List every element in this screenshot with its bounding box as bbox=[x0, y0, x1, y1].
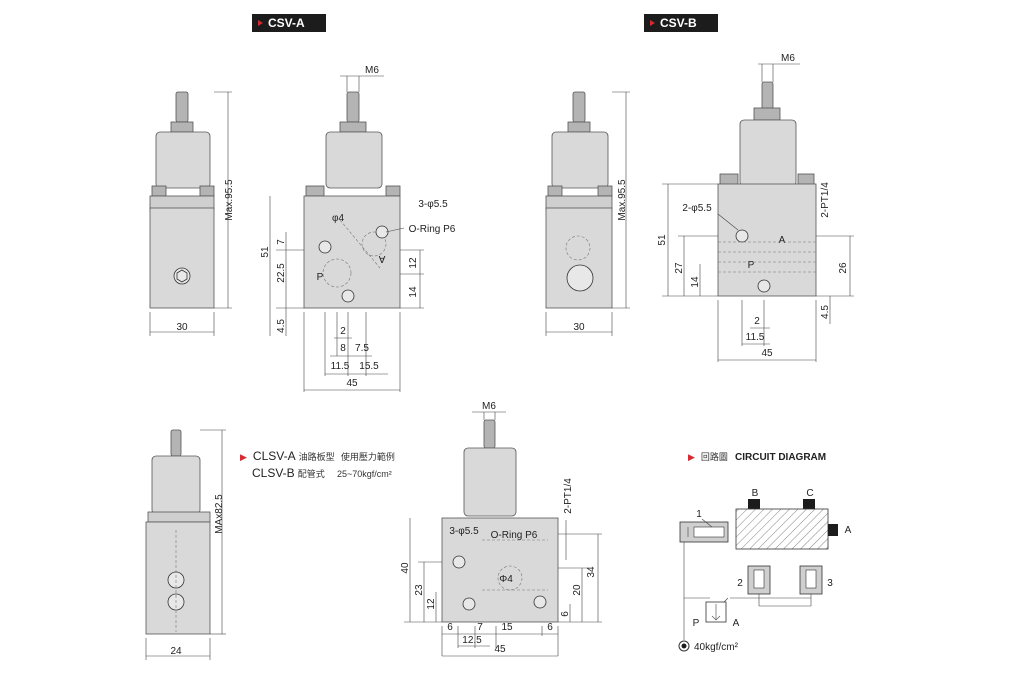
csv-a-b8: 8 bbox=[340, 343, 346, 354]
clsv-a-row: ▶ CLSV-A 油路板型 使用壓力範例 bbox=[240, 449, 440, 463]
csv-a-side-width: 30 bbox=[176, 322, 188, 333]
clsv-holes: 3-φ5.5 bbox=[449, 526, 479, 537]
circuit-title-cn: 回路圖 bbox=[700, 452, 728, 462]
csv-a-h4-5: 4.5 bbox=[276, 319, 287, 333]
circuit-title-en: CIRCUIT DIAGRAM bbox=[735, 452, 827, 463]
clsv-thread: M6 bbox=[482, 401, 496, 412]
csv-b-b45: 45 bbox=[761, 348, 773, 359]
clsv-b-model: CLSV-B bbox=[252, 466, 295, 480]
clsv-side-view: MAx82.5 24 bbox=[145, 429, 226, 660]
csv-a-h22-5: 22.5 bbox=[276, 263, 287, 283]
csv-a-hole-d: φ4 bbox=[332, 213, 344, 224]
circuit-title: ▶ 回路圖 CIRCUIT DIAGRAM bbox=[688, 450, 826, 463]
csv-a-holes: 3-φ5.5 bbox=[418, 199, 448, 210]
range-value: 25~70kgf/cm² bbox=[337, 469, 392, 479]
csv-b-b2: 2 bbox=[754, 316, 760, 327]
csv-b-front-view: M6 A P 2-φ5.5 2-PT1/4 51 27 14 26 bbox=[657, 53, 854, 362]
clsv-side-height: MAx82.5 bbox=[214, 494, 225, 534]
clsv-h40: 40 bbox=[400, 562, 411, 574]
csv-a-port-a: A bbox=[378, 253, 385, 264]
csv-b-h14: 14 bbox=[690, 276, 701, 288]
clsv-h12: 12 bbox=[426, 598, 437, 610]
clsv-b15: 15 bbox=[501, 622, 513, 633]
clsv-r20: 20 bbox=[572, 584, 583, 596]
csv-b-r26: 26 bbox=[838, 262, 849, 274]
clsv-hole-d: Φ4 bbox=[499, 574, 513, 585]
csv-b-h51: 51 bbox=[657, 234, 668, 246]
csv-b-side-width: 30 bbox=[573, 322, 585, 333]
csv-a-b45: 45 bbox=[346, 378, 358, 389]
clsv-side-width: 24 bbox=[170, 646, 182, 657]
circuit-pressure: 40kgf/cm² bbox=[694, 642, 739, 653]
csv-a-b15-5: 15.5 bbox=[359, 361, 379, 372]
red-arrow-icon: ▶ bbox=[688, 452, 695, 462]
csv-a-b11-5: 11.5 bbox=[331, 361, 350, 372]
circuit-p: P bbox=[693, 618, 700, 629]
clsv-r34: 34 bbox=[586, 566, 597, 578]
csv-b-b11-5: 11.5 bbox=[746, 332, 765, 343]
clsv-port-pt: 2-PT1/4 bbox=[563, 478, 574, 514]
csv-b-header: CSV-B bbox=[644, 14, 718, 32]
csv-a-b2: 2 bbox=[340, 326, 346, 337]
clsv-front-view: M6 3-φ5.5 O-Ring P6 Φ4 2-PT1/4 40 23 12 … bbox=[400, 401, 602, 657]
csv-b-side-view: Max.95.5 30 bbox=[545, 91, 630, 336]
csv-a-thread: M6 bbox=[365, 65, 379, 76]
csv-a-b7-5: 7.5 bbox=[355, 343, 369, 354]
clsv-b7: 7 bbox=[477, 622, 483, 633]
clsv-r6: 6 bbox=[560, 611, 571, 617]
csv-a-header: CSV-A bbox=[252, 14, 326, 32]
circuit-n1: 1 bbox=[696, 509, 702, 520]
csv-b-r4-5: 4.5 bbox=[820, 305, 831, 319]
csv-b-port-p: P bbox=[748, 260, 755, 271]
clsv-b45: 45 bbox=[494, 644, 506, 655]
range-label: 使用壓力範例 bbox=[340, 452, 395, 462]
clsv-b-row: CLSV-B 配管式 25~70kgf/cm² bbox=[240, 466, 440, 480]
circuit-a: A bbox=[733, 618, 740, 629]
clsv-legend: ▶ CLSV-A 油路板型 使用壓力範例 CLSV-B 配管式 25~70kgf/… bbox=[240, 449, 440, 480]
csv-a-side-view: Max.95.5 30 bbox=[149, 91, 235, 336]
clsv-b6b: 6 bbox=[547, 622, 553, 633]
circuit-port-c-label: C bbox=[806, 488, 813, 499]
circuit-n2: 2 bbox=[737, 578, 743, 589]
csv-b-port-a: A bbox=[779, 235, 786, 246]
clsv-h23: 23 bbox=[414, 584, 425, 596]
csv-b-thread: M6 bbox=[781, 53, 795, 64]
csv-a-h51: 51 bbox=[260, 246, 271, 258]
csv-b-holes: 2-φ5.5 bbox=[682, 203, 712, 214]
circuit-port-b-label: B bbox=[752, 488, 759, 499]
csv-a-h7: 7 bbox=[276, 239, 287, 245]
csv-b-side-height: Max.95.5 bbox=[617, 179, 628, 221]
csv-b-h27: 27 bbox=[674, 262, 685, 274]
clsv-a-desc: 油路板型 bbox=[298, 452, 335, 462]
clsv-b-desc: 配管式 bbox=[297, 469, 325, 479]
circuit-n3: 3 bbox=[827, 578, 833, 589]
clsv-b6a: 6 bbox=[447, 622, 453, 633]
red-arrow-icon: ▶ bbox=[240, 452, 247, 462]
csv-a-r12: 12 bbox=[408, 257, 419, 269]
csv-a-port-p: P bbox=[317, 272, 324, 283]
clsv-b12-5: 12.5 bbox=[462, 635, 482, 646]
circuit-port-a-label: A bbox=[845, 525, 852, 536]
csv-a-r14: 14 bbox=[408, 286, 419, 298]
csv-a-oring: O-Ring P6 bbox=[409, 224, 456, 235]
csv-a-front-view: M6 φ4 3-φ5.5 O-Ring P6 P A 51 7 22.5 4.5 bbox=[260, 65, 456, 392]
csv-a-side-height: Max.95.5 bbox=[224, 179, 235, 221]
clsv-oring: O-Ring P6 bbox=[491, 530, 538, 541]
clsv-a-model: CLSV-A bbox=[252, 449, 296, 463]
csv-b-port-pt: 2-PT1/4 bbox=[820, 182, 831, 218]
circuit-diagram: B C A 1 2 3 P A 40kgf bbox=[678, 488, 852, 653]
